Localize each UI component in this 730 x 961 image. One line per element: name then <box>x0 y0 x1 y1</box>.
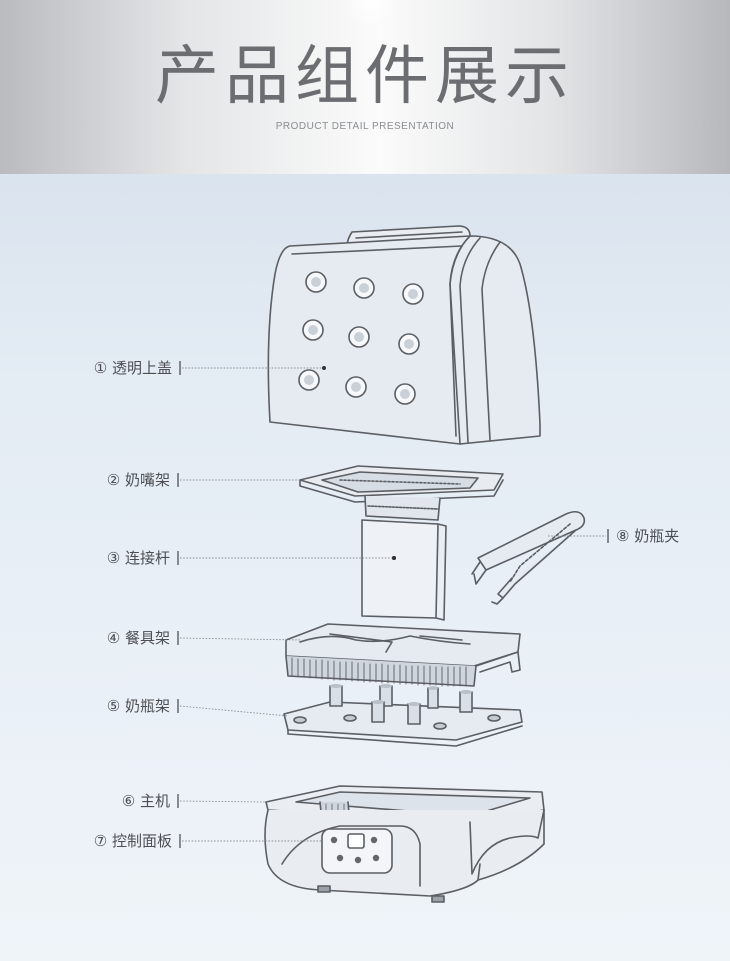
nipple-rack-illustration <box>300 466 503 520</box>
leader-line-5 <box>180 706 288 716</box>
component-label-2: ② 奶嘴架 <box>107 471 170 489</box>
component-label-4: ④ 餐具架 <box>107 629 170 647</box>
bottle-rack-illustration <box>284 684 522 746</box>
page-subtitle: PRODUCT DETAIL PRESENTATION <box>0 121 730 132</box>
utensil-rack-illustration <box>286 624 520 686</box>
connecting-rod-illustration <box>362 520 446 620</box>
leader-line-6 <box>180 801 266 802</box>
leader-line-4 <box>180 638 300 640</box>
page-title: 产品组件展示 <box>0 42 730 112</box>
component-label-5: ⑤ 奶瓶架 <box>107 697 170 715</box>
transparent-lid-illustration <box>268 226 540 444</box>
main-unit-illustration <box>265 786 544 902</box>
component-label-1: ① 透明上盖 <box>94 359 172 377</box>
component-label-7: ⑦ 控制面板 <box>94 832 172 850</box>
header-banner: 产品组件展示 PRODUCT DETAIL PRESENTATION <box>0 0 730 174</box>
bottle-clip-illustration <box>472 512 584 604</box>
component-label-6: ⑥ 主机 <box>122 792 170 810</box>
header-highlight <box>345 0 395 30</box>
component-label-3: ③ 连接杆 <box>107 549 170 567</box>
component-label-8: ⑧ 奶瓶夹 <box>616 527 679 545</box>
